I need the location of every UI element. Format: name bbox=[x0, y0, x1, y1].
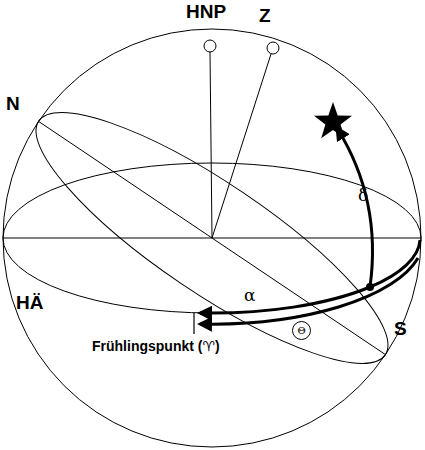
equator-label: HÄ bbox=[16, 292, 43, 314]
theta-arc bbox=[200, 258, 418, 324]
vernal-tick bbox=[193, 313, 194, 334]
alpha-arc bbox=[200, 287, 370, 313]
pole-marker bbox=[204, 40, 216, 52]
sphere-outline bbox=[3, 29, 421, 447]
zenith-label: Z bbox=[259, 5, 271, 27]
delta-arc bbox=[337, 128, 373, 287]
pole-axis bbox=[210, 52, 212, 238]
vernal-equinox-label: Frühlingspunkt (♈) bbox=[92, 338, 220, 354]
foot-point bbox=[366, 283, 374, 291]
south-label: S bbox=[394, 318, 407, 340]
delta-label: δ bbox=[358, 186, 368, 206]
alpha-label: α bbox=[244, 286, 255, 306]
zenith-line bbox=[212, 54, 271, 238]
theta-label: Θ bbox=[292, 321, 311, 340]
star bbox=[314, 102, 352, 138]
north-label: N bbox=[6, 93, 20, 115]
pole-label: HNP bbox=[186, 1, 226, 23]
meridian-line bbox=[38, 121, 386, 355]
zenith-marker bbox=[267, 42, 279, 54]
